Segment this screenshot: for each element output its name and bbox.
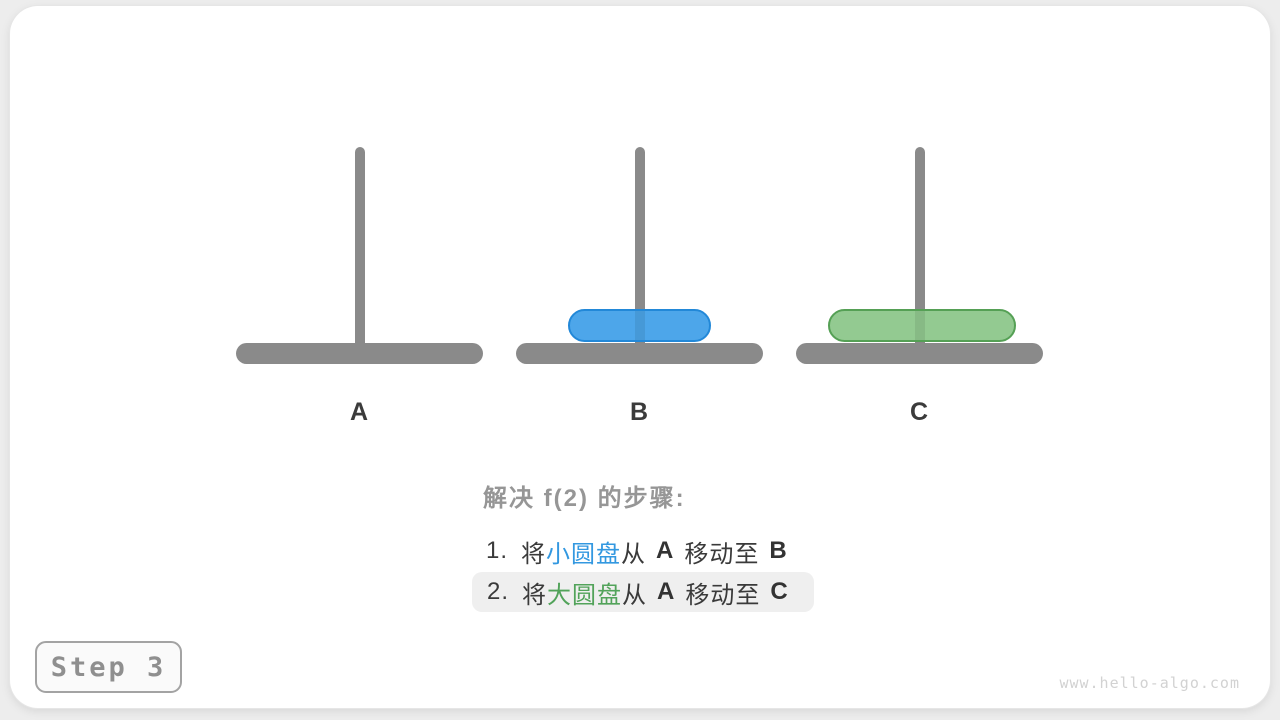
peg-a-label: A (349, 398, 370, 426)
step-2-disk-word: 大圆盘 (547, 581, 623, 609)
step-2-move-word: 移动至 (685, 581, 761, 609)
step-1-action: 将 (521, 540, 547, 568)
step-2-action: 将 (522, 581, 548, 609)
step-2-to-peg: C (770, 578, 789, 605)
step-2-number: 2. (487, 578, 510, 605)
peg-c-pole-through-disk (915, 311, 925, 340)
peg-a-pole (355, 147, 365, 353)
step-1-from-word: 从 (621, 540, 647, 568)
step-1-number: 1. (486, 537, 509, 564)
small-blue-disk (568, 309, 711, 342)
step-line-1: 1. 将 小圆盘 从 A 移动至 B (486, 534, 798, 568)
step-1-to-peg: B (769, 537, 788, 564)
peg-b-base (516, 343, 763, 364)
figure-card: A B C 解决 f(2) 的步骤: 1. 将 小圆盘 从 A 移动至 B 2.… (10, 6, 1270, 708)
peg-c-label: C (909, 398, 930, 426)
peg-c-base (796, 343, 1043, 364)
step-2-from-peg: A (657, 578, 676, 605)
step-1-move-word: 移动至 (684, 540, 760, 568)
step-1-from-peg: A (656, 537, 675, 564)
step-badge-label: Step 3 (50, 651, 167, 683)
step-line-2-highlighted: 2. 将 大圆盘 从 A 移动至 C (472, 572, 814, 612)
step-badge: Step 3 (35, 641, 182, 693)
step-2-from-word: 从 (622, 581, 648, 609)
peg-b-label: B (629, 398, 650, 426)
caption-title: 解决 f(2) 的步骤: (483, 485, 686, 512)
watermark: www.hello-algo.com (1059, 674, 1240, 692)
peg-b-pole (635, 147, 645, 353)
peg-a-base (236, 343, 483, 364)
large-green-disk (828, 309, 1016, 342)
peg-c-pole (915, 147, 925, 353)
step-1-disk-word: 小圆盘 (546, 540, 622, 568)
peg-b-pole-through-disk (635, 311, 645, 340)
